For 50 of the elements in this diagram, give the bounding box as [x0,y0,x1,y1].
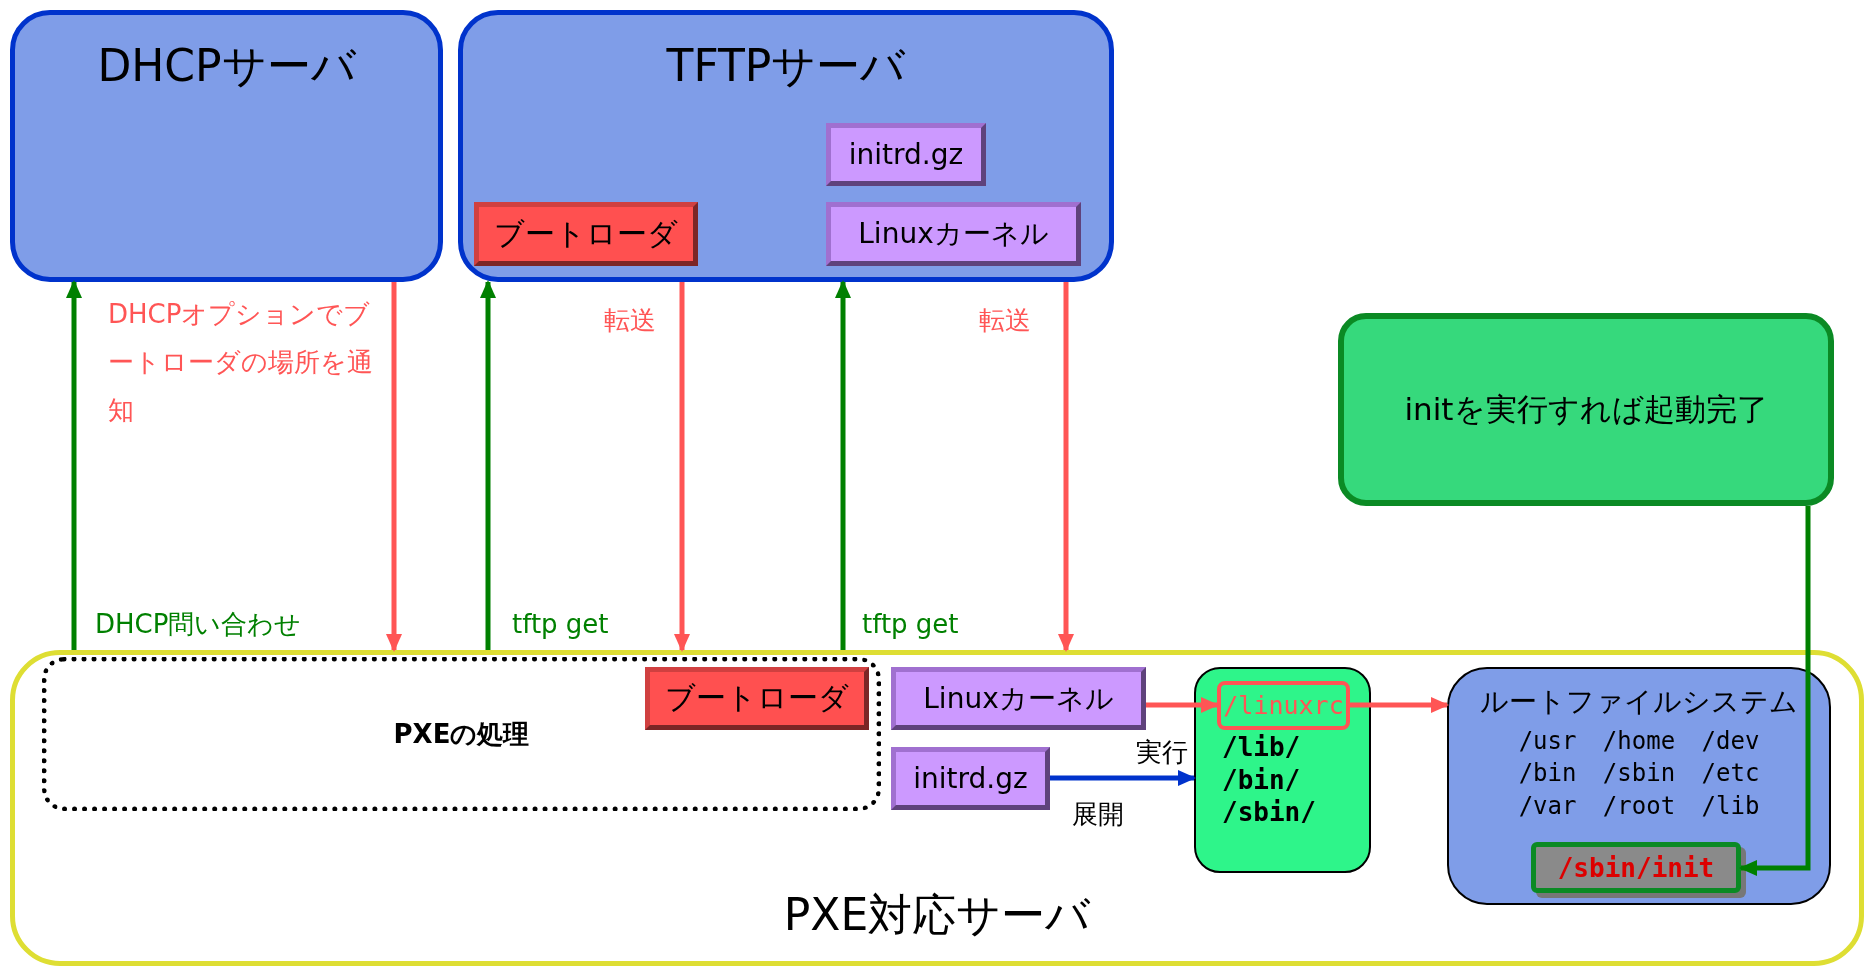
arrow [1350,697,1449,713]
server-title: PXE対応サーバ [782,888,1092,942]
bootloader-block [645,667,869,730]
edge-label: tftp get [862,608,959,641]
file-path: /linuxrc [1223,691,1344,720]
dotted-region [42,657,881,811]
block-label: ブートローダ [494,214,678,253]
status-box [1338,313,1834,506]
arrow [1058,282,1074,652]
block-label: initrd.gz [848,138,964,171]
block-label: Linuxカーネル [923,680,1114,717]
arrow [1739,506,1811,876]
region-label: PXEの処理 [393,717,530,751]
edge-label: 実行 [1136,736,1188,769]
block-label: Linuxカーネル [858,216,1049,252]
edge-label: DHCP問い合わせ [95,608,302,641]
arrow [1050,770,1196,786]
edge-label: 展開 [1072,798,1124,831]
arrow [835,280,851,650]
edge-label: 転送 [604,304,656,337]
server-title: TFTPサーバ [665,39,907,93]
highlight-box [1217,681,1350,730]
arrow [674,282,690,652]
arrow [66,280,82,650]
arrow [386,282,402,652]
edge-label: DHCPオプションでブートローダの場所を通知 [108,298,374,428]
server-panel [10,650,1864,966]
directory-list: /lib/ /bin/ /sbin/ [1222,731,1316,829]
file-block [891,667,1146,730]
edge-label: tftp get [512,608,609,641]
edge-label: 転送 [979,304,1031,337]
server-panel [10,10,443,282]
directory-list: /usr /home /dev [1518,725,1760,758]
file-block [891,747,1050,810]
directory-list: /bin /sbin /etc [1518,757,1760,790]
server-title: DHCPサーバ [96,39,357,93]
file-path: /sbin/init [1557,852,1715,883]
filesystem-box [1447,667,1831,905]
block-label: initrd.gz [913,762,1028,795]
file-block [826,123,986,186]
server-panel [458,10,1114,282]
ramdisk-box [1194,667,1371,873]
arrow [1146,697,1219,713]
bootloader-block [474,202,698,266]
directory-list: /var /root /lib [1518,789,1760,823]
block-label: ブートローダ [665,679,849,717]
arrow [480,280,496,650]
file-block [826,202,1081,266]
filesystem-title: ルートファイルシステム [1480,684,1798,720]
status-text: initを実行すれば起動完了 [1404,389,1768,429]
